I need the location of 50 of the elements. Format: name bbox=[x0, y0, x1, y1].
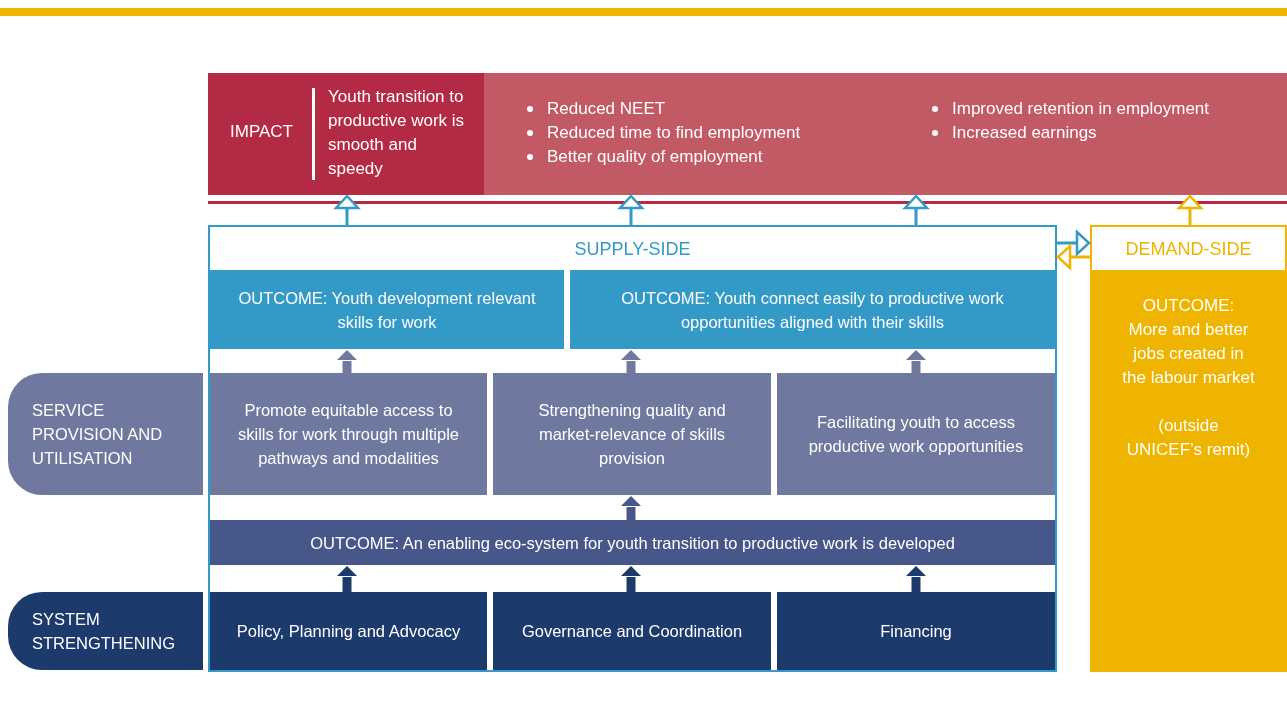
impact-statement: Youth transition to productive work is smooth and speedy bbox=[328, 86, 466, 180]
box-text: Strengthening quality and market-relevance of skills provision bbox=[537, 400, 727, 469]
arrow bbox=[337, 350, 357, 373]
arrow bbox=[903, 194, 929, 225]
arrow bbox=[334, 194, 360, 225]
program-box bbox=[210, 373, 487, 495]
bullet-item: Reduced time to find employment bbox=[547, 122, 801, 144]
outcome-box bbox=[210, 270, 564, 349]
box-text: OUTCOME: An enabling eco-system for youth transition to productive work is developed bbox=[310, 532, 955, 554]
level-tab bbox=[8, 592, 203, 670]
bullet-item: Reduced NEET bbox=[547, 98, 666, 120]
arrow bbox=[1177, 194, 1203, 225]
program-box bbox=[777, 373, 1055, 495]
outcome-text: (outside UNICEF’s remit) bbox=[1125, 415, 1252, 461]
outcome-text: OUTCOME: More and better jobs created in the labour market bbox=[1122, 295, 1255, 389]
box-text: OUTCOME: Youth connect easily to productive work opportunities aligned with their skills bbox=[620, 287, 1005, 333]
arrow bbox=[621, 350, 641, 373]
bullet-item: Increased earnings bbox=[952, 122, 1097, 144]
system-box bbox=[210, 592, 487, 670]
level-label: SYSTEM STRENGTHENING bbox=[32, 609, 176, 654]
box-text: OUTCOME: Youth development relevant skills for work bbox=[237, 287, 537, 333]
arrow bbox=[1056, 244, 1090, 270]
arrow bbox=[337, 566, 357, 592]
results-box bbox=[484, 73, 1287, 195]
box-text: Facilitating youth to access productive work opportunities bbox=[807, 412, 1025, 457]
box-text: Policy, Planning and Advocacy bbox=[236, 621, 461, 642]
side-heading: SUPPLY-SIDE bbox=[573, 239, 692, 260]
box-text: Governance and Coordination bbox=[521, 621, 743, 642]
system-box bbox=[493, 592, 771, 670]
level-label: IMPACT bbox=[230, 122, 293, 142]
box-text: Promote equitable access to skills for work through multiple pathways and modalities bbox=[237, 400, 460, 469]
arrow bbox=[1057, 230, 1091, 256]
outcome-bar bbox=[210, 520, 1055, 565]
arrow bbox=[906, 350, 926, 373]
arrow bbox=[621, 566, 641, 592]
bullet-item: Better quality of employment bbox=[547, 146, 763, 168]
arrow bbox=[621, 496, 641, 520]
bullet-item: Improved retention in employment bbox=[952, 98, 1210, 120]
system-box bbox=[777, 592, 1055, 670]
supply-side-frame bbox=[208, 225, 1057, 672]
level-label: SERVICE PROVISION AND UTILISATION bbox=[32, 400, 164, 469]
box-text: Financing bbox=[880, 621, 952, 642]
demand-side-panel bbox=[1090, 225, 1287, 672]
side-heading: DEMAND-SIDE bbox=[1124, 239, 1253, 260]
impact-box bbox=[208, 73, 484, 195]
program-box bbox=[493, 373, 771, 495]
arrow bbox=[906, 566, 926, 592]
arrow bbox=[618, 194, 644, 225]
outcome-box bbox=[570, 270, 1055, 349]
level-tab bbox=[8, 373, 203, 495]
